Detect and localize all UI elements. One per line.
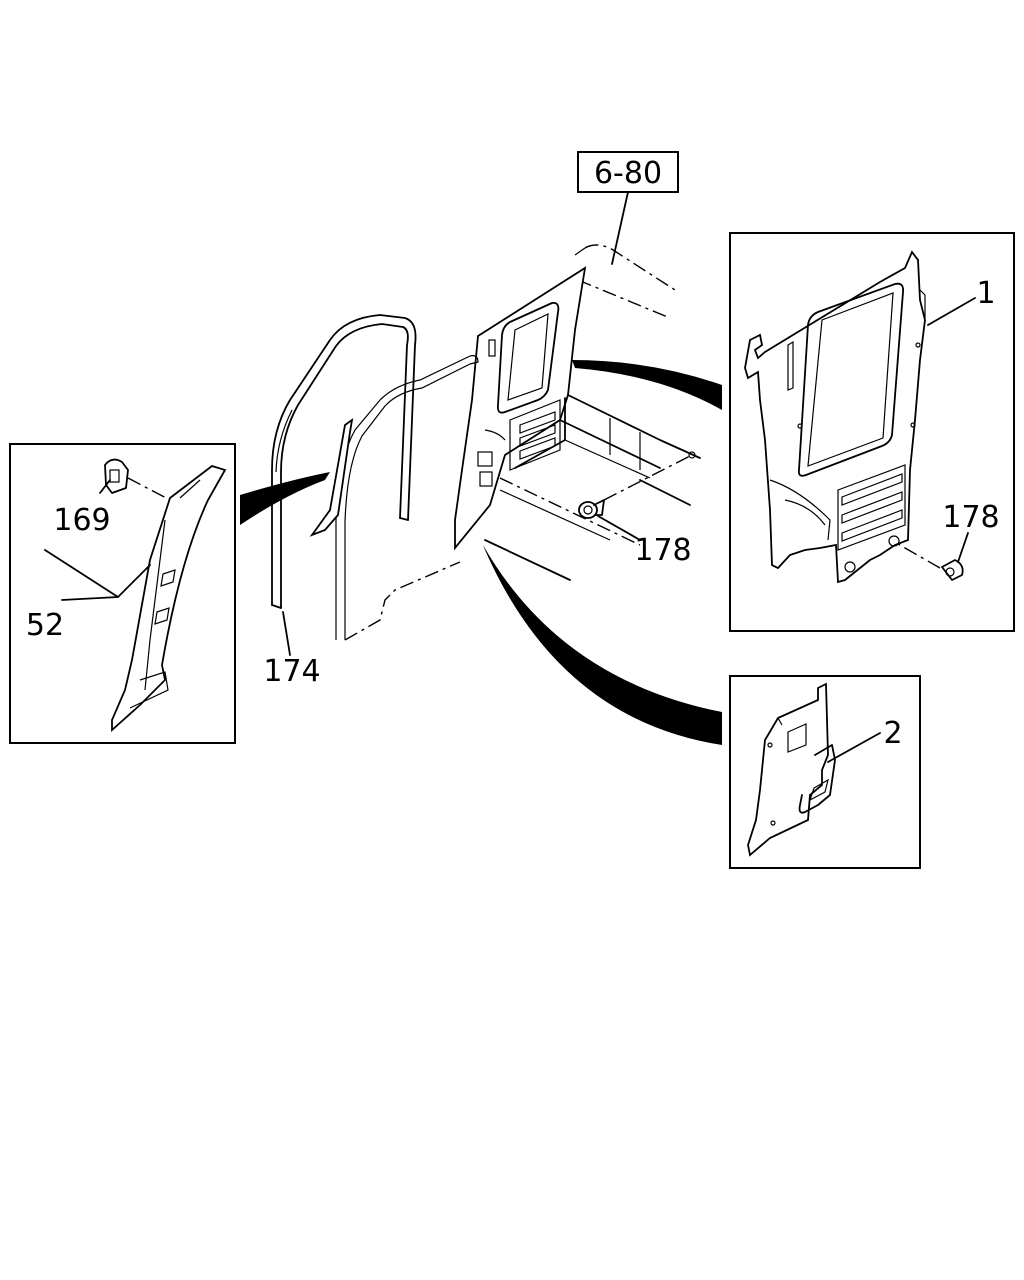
callout-part-52: 52	[26, 608, 64, 643]
pointer-wedge-left	[240, 472, 330, 525]
callout-part-2: 2	[883, 716, 902, 751]
reference-label: 6-80	[594, 156, 662, 191]
callout-part-178-detail: 178	[942, 500, 999, 535]
detail-frame-left	[9, 443, 236, 744]
weatherstrip-174[interactable]	[271, 314, 479, 656]
detail-frame-upper-right	[729, 232, 1015, 632]
pointer-wedge-upper-right	[572, 360, 722, 410]
cab-assembly	[454, 244, 701, 581]
clip-169[interactable]	[99, 458, 171, 501]
reference-box[interactable]: 6-80	[577, 151, 679, 265]
callout-part-178-main: 178	[634, 533, 691, 568]
pointer-wedge-lower-right	[483, 545, 722, 745]
callout-part-1: 1	[976, 276, 995, 311]
clip-178-main[interactable]	[578, 451, 696, 541]
callout-part-174: 174	[263, 654, 320, 689]
callout-part-169: 169	[53, 503, 110, 538]
clip-178-detail[interactable]	[897, 532, 969, 581]
detail-frame-lower-right	[729, 675, 921, 869]
